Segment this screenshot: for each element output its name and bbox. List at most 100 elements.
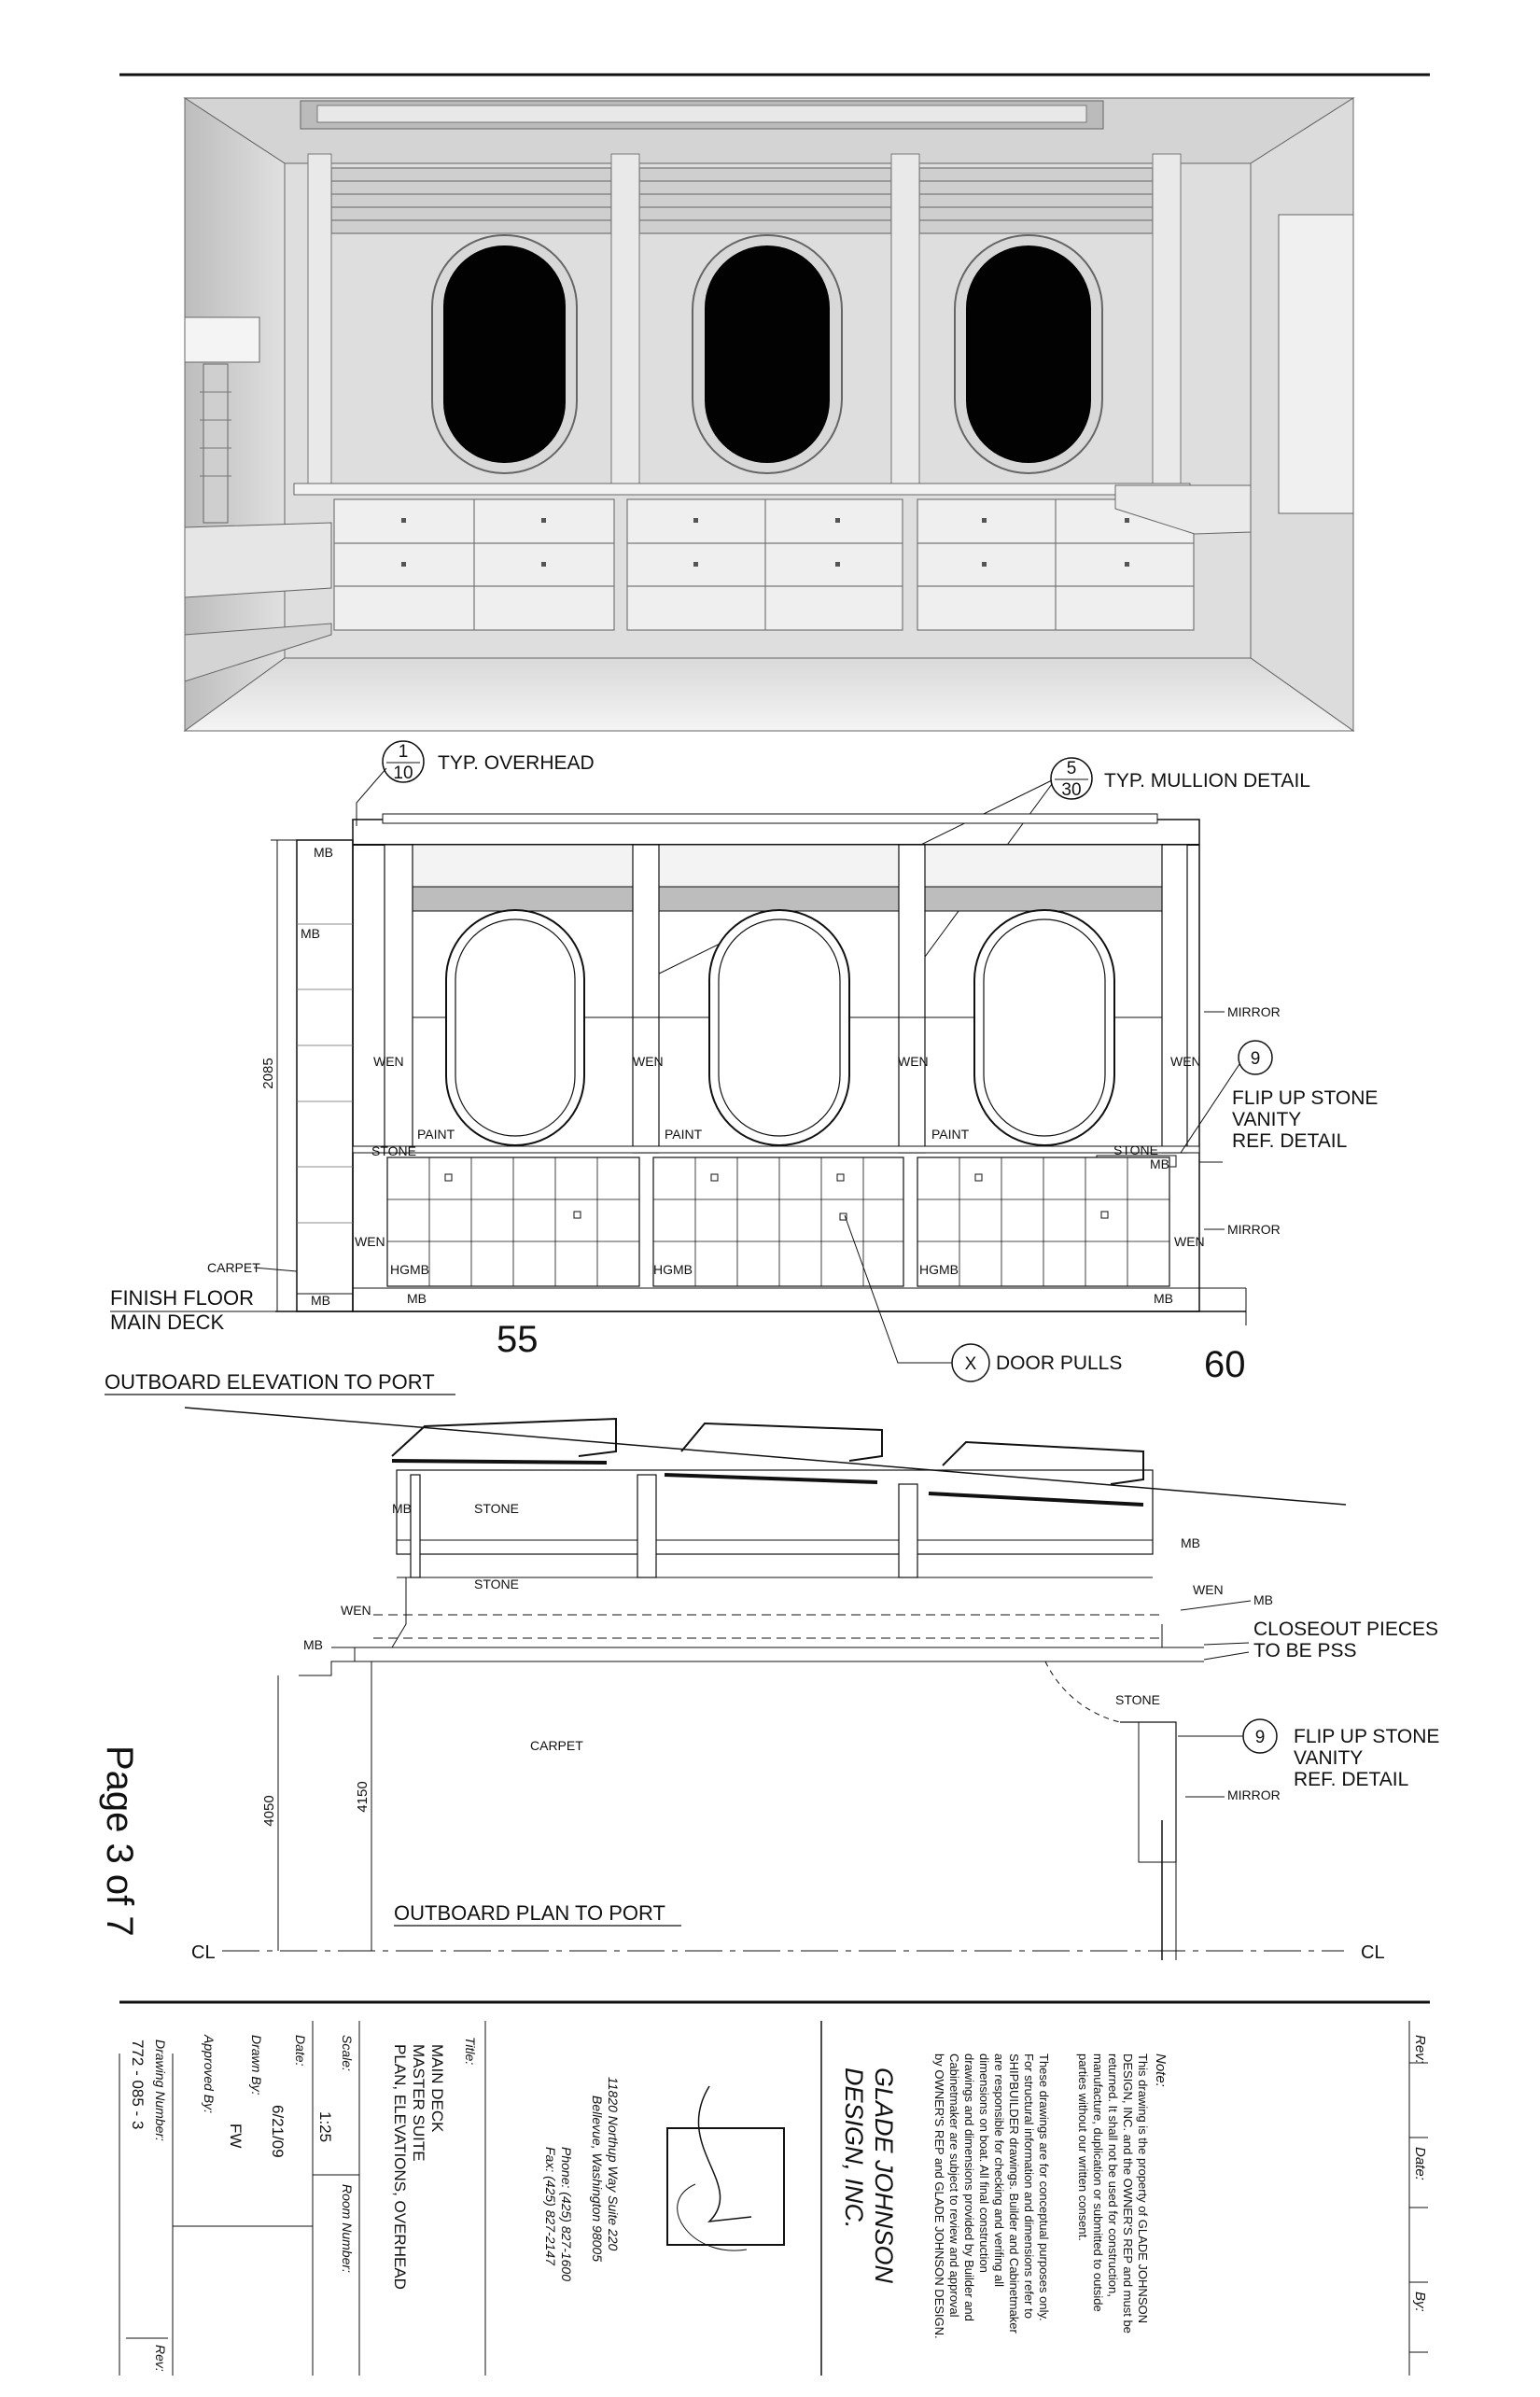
material-label: WEN <box>1174 1234 1205 1249</box>
drawn-by-value: FW <box>227 2124 245 2149</box>
drawing-title-line: PLAN, ELEVATIONS, OVERHEAD <box>391 2044 409 2290</box>
callout-text: FLIP UP STONE <box>1294 1726 1439 1747</box>
note-line: are responsible for checking and verifin… <box>992 2054 1006 2288</box>
callout-number: 5 <box>1067 759 1077 778</box>
detail-callout-bubble <box>382 740 425 783</box>
material-label: MB <box>1253 1592 1273 1607</box>
callout-text: REF. DETAIL <box>1232 1130 1347 1152</box>
frame-number: 55 <box>497 1319 539 1360</box>
rev-field-label: Rev: <box>153 2345 168 2372</box>
callout-text: VANITY <box>1232 1109 1301 1130</box>
material-label: MB <box>303 1637 323 1652</box>
callout-text: DOOR PULLS <box>996 1353 1122 1374</box>
fax: Fax: (425) 827-2147 <box>543 2147 558 2265</box>
finish-floor-label: MAIN DECK <box>110 1311 225 1334</box>
drawn-by-label: Drawn By: <box>249 2035 264 2096</box>
material-label: HGMB <box>653 1262 693 1277</box>
note-line: returned. It shall not be used for const… <box>1106 2054 1120 2297</box>
title-label: Title: <box>463 2037 478 2066</box>
section-title: OUTBOARD ELEVATION TO PORT <box>105 1370 435 1394</box>
material-label: STONE <box>474 1501 519 1516</box>
approved-by-label: Approved By: <box>202 2035 217 2114</box>
mirror-label: MIRROR <box>1227 1222 1281 1237</box>
material-label: PAINT <box>665 1127 703 1142</box>
material-label: MB <box>1154 1291 1173 1306</box>
drawing-number-value: 772 - 085 - 3 <box>129 2040 147 2130</box>
dimension-label: 2085 <box>260 1058 276 1088</box>
mirror-label: MIRROR <box>1227 1787 1281 1802</box>
callout-text: VANITY <box>1294 1747 1363 1769</box>
phone: Phone: (425) 827-1600 <box>559 2147 574 2281</box>
material-label: PAINT <box>417 1127 455 1142</box>
date-field-label: Date: <box>293 2035 308 2067</box>
material-label: WEN <box>373 1054 404 1069</box>
note-line: DESIGN, INC. and the OWNER'S REP and mus… <box>1121 2054 1135 2334</box>
note-line: by OWNER'S REP and GLADE JOHNSON DESIGN. <box>932 2054 946 2339</box>
note-line: parties without our written consent. <box>1076 2054 1090 2241</box>
frame-number: 60 <box>1204 1344 1246 1385</box>
address-line: Bellevue, Washington 98005 <box>590 2096 605 2262</box>
material-label: STONE <box>474 1577 519 1591</box>
note-line: This drawing is the property of GLADE JO… <box>1136 2054 1150 2323</box>
callout-text: TYP. MULLION DETAIL <box>1104 770 1310 792</box>
address-line: 11820 Northup Way Suite 220 <box>606 2077 621 2251</box>
callout-text: FLIP UP STONE <box>1232 1087 1378 1109</box>
material-label: MB <box>311 1293 330 1308</box>
carpet-label: CARPET <box>530 1738 583 1753</box>
material-label: HGMB <box>390 1262 429 1277</box>
callout-text: TYP. OVERHEAD <box>438 752 595 774</box>
material-label: MB <box>301 926 320 941</box>
callout-sheet: 30 <box>1061 780 1081 800</box>
scale-label: Scale: <box>340 2035 355 2071</box>
callout-number: 1 <box>399 742 409 762</box>
material-label: STONE <box>371 1143 416 1158</box>
callout-sheet: 10 <box>393 764 413 783</box>
date-label: Date: <box>1412 2147 1428 2180</box>
note-label: Note: <box>1153 2054 1169 2087</box>
callout-number: 9 <box>1255 1728 1266 1747</box>
by-label: By: <box>1412 2292 1428 2312</box>
material-label: WEN <box>341 1603 371 1618</box>
note-line: These drawings are for conceptual purpos… <box>1037 2054 1051 2321</box>
material-label: PAINT <box>931 1127 970 1142</box>
centerline-label: CL <box>1361 1942 1385 1963</box>
material-label: MB <box>407 1291 427 1306</box>
elevation-drawing: 1 10 TYP. OVERHEAD 5 30 TYP. MULLION DET… <box>105 740 1378 1395</box>
note-line: Cabinetmaker are subject to review and a… <box>947 2054 961 2318</box>
drawing-number-label: Drawing Number: <box>153 2040 168 2141</box>
note-line: For structural information and dimension… <box>1022 2054 1036 2319</box>
material-label: MB <box>392 1501 412 1516</box>
date-value: 6/21/09 <box>269 2105 287 2158</box>
mirror-label: MIRROR <box>1227 1004 1281 1019</box>
material-label: WEN <box>633 1054 664 1069</box>
material-label: WEN <box>898 1054 929 1069</box>
drawing-title-line: MAIN DECK <box>428 2044 446 2133</box>
material-label: MB <box>314 845 333 860</box>
material-label: HGMB <box>919 1262 959 1277</box>
scale-value: 1:25 <box>316 2111 334 2143</box>
drawing-title-line: MASTER SUITE <box>410 2044 427 2162</box>
closeout-note: CLOSEOUT PIECES <box>1253 1619 1438 1640</box>
material-label: WEN <box>355 1234 385 1249</box>
plan-drawing: STONE STONE MB MB WEN WEN MB MB STONE CA… <box>184 1407 1439 1963</box>
centerline-label: CL <box>191 1942 216 1963</box>
material-label: MB <box>1150 1156 1169 1171</box>
callout-text: REF. DETAIL <box>1294 1769 1408 1790</box>
callout-number: X <box>965 1354 977 1374</box>
callout-number: 9 <box>1251 1049 1261 1069</box>
note-line: dimensions on boat. All final constructi… <box>977 2054 991 2273</box>
note-line: SHIPBUILDER drawings. Builder and Cabine… <box>1007 2054 1021 2334</box>
title-block-frame <box>119 2000 1430 2376</box>
note-line: drawings and dimensions provided by Buil… <box>962 2054 976 2321</box>
interior-rendering <box>183 97 1355 732</box>
carpet-label: CARPET <box>207 1260 260 1275</box>
room-number-label: Room Number: <box>340 2184 355 2273</box>
rev-label: Rev: <box>1412 2035 1428 2064</box>
material-label: WEN <box>1170 1054 1201 1069</box>
material-label: MB <box>1181 1535 1200 1550</box>
company-name: GLADE JOHNSON <box>870 2068 898 2284</box>
dimension-label: 4150 <box>355 1781 371 1812</box>
material-label: WEN <box>1193 1582 1224 1597</box>
note-line: manufacture, duplication or submitted to… <box>1091 2054 1105 2312</box>
